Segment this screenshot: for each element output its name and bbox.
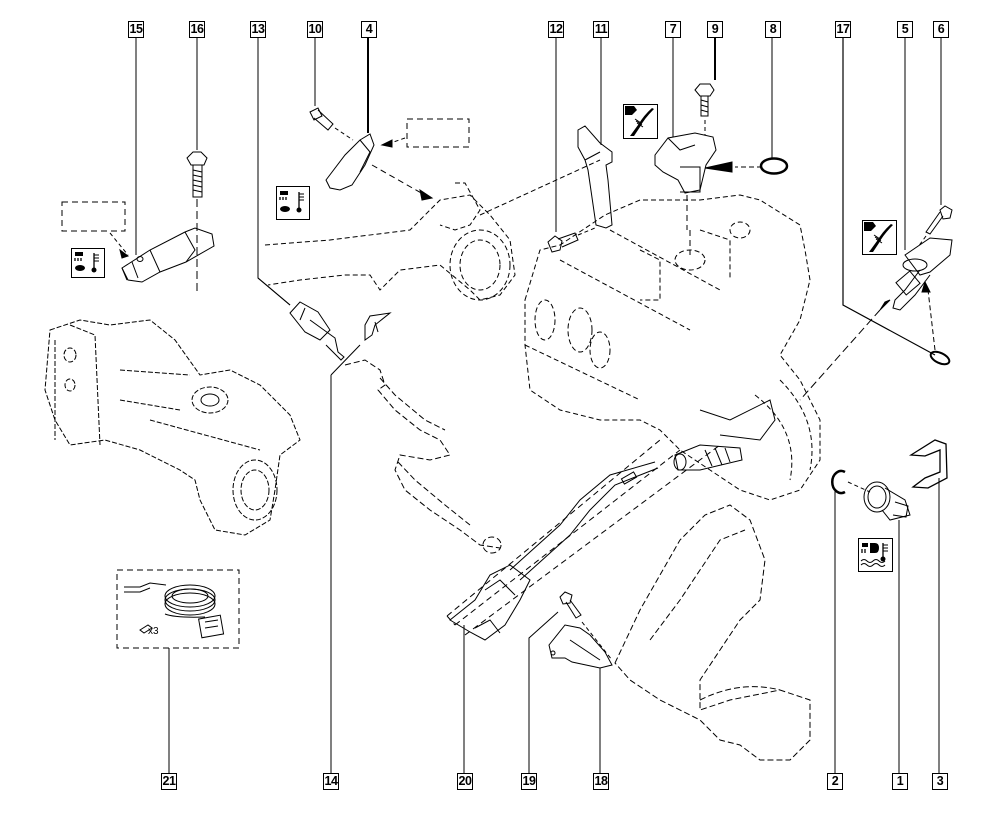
part-15-pressure-sensor[interactable] [109,227,215,283]
thermostat-housing [673,399,776,471]
leader-13 [257,38,291,306]
part-8-o-ring[interactable] [704,157,789,175]
coolant-temperature-sensor-icon [858,538,893,572]
callout-5[interactable]: 5 [897,21,913,38]
part-19-bolt[interactable] [559,591,582,619]
leader-17 [842,38,936,356]
placeholder-box-mid [406,118,470,148]
position-sensor-icon [623,104,658,139]
callout-18[interactable]: 18 [593,773,609,790]
callout-21[interactable]: 21 [161,773,177,790]
callout-14[interactable]: 14 [323,773,339,790]
throttle-housing-assembly [44,319,301,536]
part-16-bolt[interactable] [186,151,208,295]
callout-4[interactable]: 4 [361,21,377,38]
part-17-o-ring[interactable] [921,280,951,367]
pressure-temperature-sensor-icon [71,248,105,278]
part-11-bracket[interactable] [577,125,613,229]
leader-19 [528,611,559,773]
engine-block [524,194,821,501]
part-9-bolt[interactable] [694,83,715,135]
part-4-sensor[interactable] [325,133,434,201]
callout-8[interactable]: 8 [765,21,781,38]
callout-11[interactable]: 11 [593,21,609,38]
part-1-coolant-temperature-sensor[interactable] [863,481,911,521]
callout-3[interactable]: 3 [932,773,948,790]
callout-13[interactable]: 13 [250,21,266,38]
position-sensor-icon [862,220,897,255]
callout-9[interactable]: 9 [707,21,723,38]
part-20-sensor-with-lead[interactable] [446,439,721,641]
leader-14-diag [330,344,361,376]
callout-19[interactable]: 19 [521,773,537,790]
part-10-bolt[interactable] [309,107,354,141]
part-3-retaining-clip[interactable] [908,439,948,489]
pressure-temperature-sensor-icon [276,186,310,220]
kit-quantity-label: x3 [148,626,159,637]
part-18-bracket[interactable] [548,621,613,669]
callout-1[interactable]: 1 [892,773,908,790]
part-14-connector-clip[interactable] [364,312,392,341]
callout-7[interactable]: 7 [665,21,681,38]
part-2-o-ring[interactable] [831,469,871,495]
part-5-position-sensor[interactable] [892,237,953,311]
callout-2[interactable]: 2 [827,773,843,790]
part-7-camshaft-sensor[interactable] [654,132,717,255]
callout-20[interactable]: 20 [457,773,473,790]
part-6-bolt[interactable] [917,205,953,248]
kit-box [116,569,240,649]
part-21-wiring-kit-contents [124,582,225,639]
part-13-temperature-sensor[interactable] [289,301,345,361]
part-12-bolt[interactable] [547,227,596,253]
coolant-hose [614,504,811,761]
callout-16[interactable]: 16 [189,21,205,38]
callout-15[interactable]: 15 [128,21,144,38]
leader-13-sensor [257,277,291,306]
intake-pipe [264,159,601,301]
callout-6[interactable]: 6 [933,21,949,38]
callout-12[interactable]: 12 [548,21,564,38]
sensor-5-axis [799,309,881,401]
placeholder-box-left [61,201,126,232]
callout-10[interactable]: 10 [307,21,323,38]
callout-17[interactable]: 17 [835,21,851,38]
wiring-harness [344,359,502,554]
